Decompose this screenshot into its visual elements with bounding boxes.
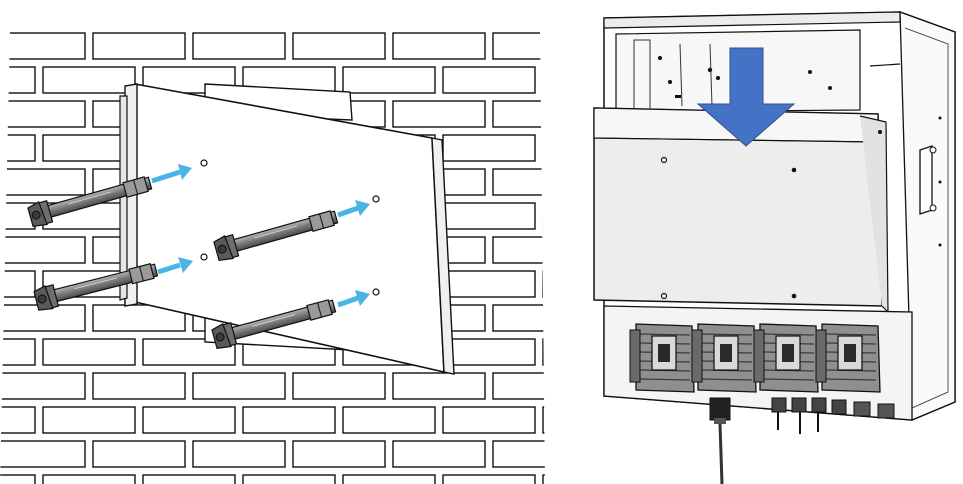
brick xyxy=(392,440,486,468)
pv-connector-3 xyxy=(753,323,819,393)
brick xyxy=(192,32,286,60)
brick xyxy=(242,474,336,484)
brick xyxy=(342,474,436,484)
bolt-top-left xyxy=(27,176,153,228)
brick xyxy=(542,270,545,298)
pv-connector-1 xyxy=(629,323,695,393)
inverter-hanging-illustration xyxy=(560,0,963,484)
pv-connectors xyxy=(629,323,881,393)
brick xyxy=(92,32,186,60)
brick xyxy=(0,338,36,366)
pv-connector-4 xyxy=(815,323,881,393)
bracket-hole xyxy=(372,195,380,203)
expansion-bolts xyxy=(27,176,339,349)
brick xyxy=(442,134,536,162)
brick xyxy=(492,236,545,264)
brick xyxy=(0,406,36,434)
brick xyxy=(392,32,486,60)
inverter-drawing xyxy=(593,11,956,484)
brick xyxy=(492,168,545,196)
brick xyxy=(192,440,286,468)
brick xyxy=(542,202,545,230)
bracket-hole xyxy=(200,253,208,261)
brick xyxy=(242,406,336,434)
brick xyxy=(542,66,545,94)
brick xyxy=(92,440,186,468)
brick xyxy=(42,474,136,484)
brick xyxy=(542,338,545,366)
bolt-middle-left xyxy=(33,262,159,311)
brick xyxy=(542,406,545,434)
bolt-center xyxy=(213,210,339,262)
brick xyxy=(0,66,36,94)
brick xyxy=(0,32,86,60)
brick xyxy=(492,372,545,400)
brick xyxy=(442,270,536,298)
brick xyxy=(492,304,545,332)
brick xyxy=(42,406,136,434)
brick xyxy=(542,134,545,162)
brick xyxy=(0,440,86,468)
bracket-installation-illustration xyxy=(0,32,545,484)
brick xyxy=(492,32,545,60)
brick xyxy=(542,474,545,484)
bracket-hole xyxy=(372,288,380,296)
bottom-glands xyxy=(709,397,895,484)
brick xyxy=(442,406,536,434)
brick xyxy=(342,406,436,434)
brick xyxy=(292,32,386,60)
inverter-front-cover xyxy=(593,107,889,314)
brick xyxy=(292,372,386,400)
arrow-icon xyxy=(337,200,370,218)
brick xyxy=(192,372,286,400)
brick xyxy=(392,100,486,128)
pv-connector-2 xyxy=(691,323,757,393)
brick xyxy=(0,270,36,298)
brick xyxy=(492,440,545,468)
bracket-hole xyxy=(200,159,208,167)
brick xyxy=(492,100,545,128)
brick xyxy=(0,168,86,196)
brick xyxy=(0,236,86,264)
brick xyxy=(0,474,36,484)
brick xyxy=(442,338,536,366)
brick xyxy=(342,66,436,94)
arrow-icon xyxy=(157,257,193,275)
brick xyxy=(142,406,236,434)
brick xyxy=(442,66,536,94)
brick xyxy=(442,474,536,484)
brick xyxy=(142,474,236,484)
brick xyxy=(42,338,136,366)
down-arrow-icon xyxy=(696,47,796,147)
brick xyxy=(442,202,536,230)
brick xyxy=(0,134,36,162)
brick xyxy=(42,66,136,94)
brick xyxy=(292,440,386,468)
insertion-arrows xyxy=(151,164,370,308)
brick xyxy=(0,100,86,128)
arrow-icon xyxy=(151,164,192,184)
arrow-icon xyxy=(337,290,370,308)
brick xyxy=(0,372,86,400)
brick xyxy=(392,372,486,400)
brick xyxy=(92,372,186,400)
brick-wall-drawing xyxy=(0,32,545,484)
bolt-bottom-center xyxy=(211,299,337,349)
